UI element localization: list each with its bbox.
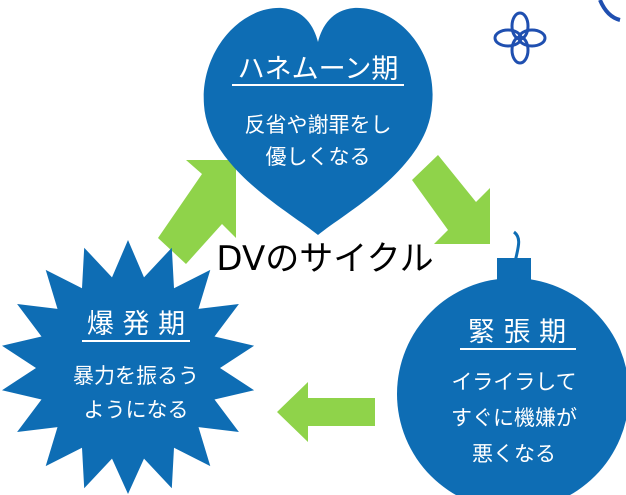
heart-shape (203, 7, 433, 236)
arrow-explosion-to-honeymoon (158, 160, 236, 264)
tension-line-1: イライラして (451, 370, 576, 394)
corner-decoration (598, 0, 621, 22)
honeymoon-title: ハネムーン期 (238, 54, 399, 85)
honeymoon-line-2: 優しくなる (266, 145, 371, 169)
arrow-honeymoon-to-tension (412, 155, 490, 244)
bomb-body (397, 278, 626, 495)
bomb-fuse (512, 230, 521, 263)
tension-line-2: すぐに機嫌が (451, 406, 577, 430)
explosion-title: 爆 発 期 (87, 309, 185, 340)
starburst-shape (2, 240, 255, 494)
explosion-line-1: 暴力を振るう (73, 364, 199, 388)
honeymoon-line-1: 反省や謝罪をし (245, 113, 392, 137)
flower-icon (493, 11, 547, 65)
explosion-line-2: ようになる (84, 398, 189, 422)
cycle-arrows (158, 155, 490, 442)
tension-line-3: 悪くなる (472, 442, 556, 466)
bomb-shape (397, 230, 626, 495)
arrow-tension-to-explosion (277, 382, 375, 442)
tension-title: 緊 張 期 (468, 317, 566, 348)
bomb-cap (497, 258, 531, 282)
diagram-title: DVのサイクル (216, 239, 433, 279)
